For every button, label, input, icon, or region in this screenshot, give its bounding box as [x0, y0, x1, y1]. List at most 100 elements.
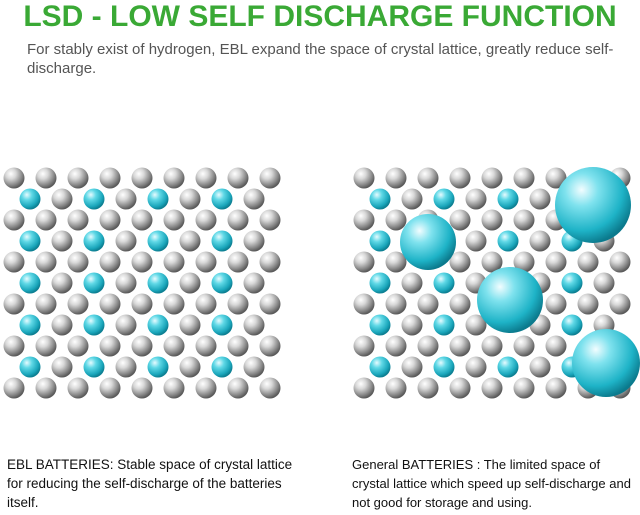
gray-atom — [115, 356, 137, 378]
gray-atom — [243, 230, 265, 252]
gray-atom — [545, 335, 567, 357]
cyan-atom — [497, 356, 519, 378]
gray-atom — [609, 251, 631, 273]
gray-atom — [353, 209, 375, 231]
general-lattice-svg — [353, 167, 640, 399]
gray-atom — [243, 356, 265, 378]
gray-atom — [353, 293, 375, 315]
gray-atom — [163, 167, 185, 189]
gray-atom — [243, 314, 265, 336]
cyan-atom — [369, 188, 391, 210]
gray-atom — [227, 335, 249, 357]
gray-atom — [99, 209, 121, 231]
gray-atom — [259, 335, 281, 357]
gray-atom — [195, 209, 217, 231]
cyan-atom — [433, 272, 455, 294]
gray-atom — [481, 251, 503, 273]
cyan-atom — [211, 272, 233, 294]
ebl-lattice-diagram — [0, 160, 290, 400]
gray-atom — [131, 335, 153, 357]
cyan-atom — [369, 272, 391, 294]
gray-atom — [195, 335, 217, 357]
gray-atom — [259, 293, 281, 315]
gray-atom — [67, 293, 89, 315]
gray-atom — [131, 251, 153, 273]
cyan-atom — [561, 272, 583, 294]
gray-atom — [577, 293, 599, 315]
cyan-atom — [83, 188, 105, 210]
cyan-atom — [147, 356, 169, 378]
gray-atom — [51, 272, 73, 294]
gray-atom — [163, 335, 185, 357]
gray-atom — [35, 377, 57, 399]
gray-atom — [35, 251, 57, 273]
gray-atom — [115, 188, 137, 210]
cyan-atom — [19, 356, 41, 378]
general-lattice-diagram — [348, 160, 640, 400]
gray-atom — [385, 377, 407, 399]
cyan-atom — [433, 314, 455, 336]
gray-atom — [163, 209, 185, 231]
gray-atom — [35, 335, 57, 357]
gray-atom — [163, 293, 185, 315]
gray-atom — [51, 356, 73, 378]
gray-atom — [417, 335, 439, 357]
gray-atom — [513, 167, 535, 189]
gray-atom — [3, 293, 25, 315]
gray-atom — [481, 167, 503, 189]
cyan-atom — [211, 314, 233, 336]
gray-atom — [243, 272, 265, 294]
gray-atom — [465, 356, 487, 378]
gray-atom — [99, 293, 121, 315]
cyan-atom — [211, 356, 233, 378]
gray-atom — [417, 377, 439, 399]
gray-atom — [179, 188, 201, 210]
gray-atom — [401, 188, 423, 210]
page-subtitle: For stably exist of hydrogen, EBL expand… — [27, 41, 614, 77]
gray-atom — [385, 293, 407, 315]
cyan-atom — [497, 230, 519, 252]
cyan-atom — [211, 230, 233, 252]
gray-atom — [227, 209, 249, 231]
cyan-atom — [147, 272, 169, 294]
gray-atom — [67, 167, 89, 189]
gray-atom — [35, 293, 57, 315]
cyan-atom — [433, 188, 455, 210]
gray-atom — [3, 335, 25, 357]
cyan-atom — [19, 188, 41, 210]
cyan-atom — [83, 272, 105, 294]
gray-atom — [99, 377, 121, 399]
gray-atom — [51, 230, 73, 252]
gray-atom — [131, 293, 153, 315]
gray-atom — [353, 167, 375, 189]
gray-atom — [449, 167, 471, 189]
gray-atom — [545, 377, 567, 399]
gray-atom — [449, 377, 471, 399]
gray-atom — [513, 377, 535, 399]
large-hydrogen-sphere — [572, 329, 640, 397]
gray-atom — [481, 335, 503, 357]
gray-atom — [195, 167, 217, 189]
gray-atom — [385, 335, 407, 357]
gray-atom — [131, 377, 153, 399]
gray-atom — [401, 314, 423, 336]
gray-atom — [513, 209, 535, 231]
cyan-atom — [369, 314, 391, 336]
gray-atom — [115, 314, 137, 336]
gray-atom — [353, 377, 375, 399]
gray-atom — [259, 251, 281, 273]
gray-atom — [227, 293, 249, 315]
gray-atom — [115, 272, 137, 294]
cyan-atom — [83, 356, 105, 378]
cyan-atom — [211, 188, 233, 210]
gray-atom — [179, 314, 201, 336]
gray-atom — [593, 272, 615, 294]
gray-atom — [35, 209, 57, 231]
large-hydrogen-sphere — [555, 167, 631, 243]
gray-atom — [481, 209, 503, 231]
gray-atom — [67, 377, 89, 399]
gray-atom — [417, 293, 439, 315]
gray-atom — [115, 230, 137, 252]
gray-atom — [529, 188, 551, 210]
large-hydrogen-sphere — [477, 267, 543, 333]
